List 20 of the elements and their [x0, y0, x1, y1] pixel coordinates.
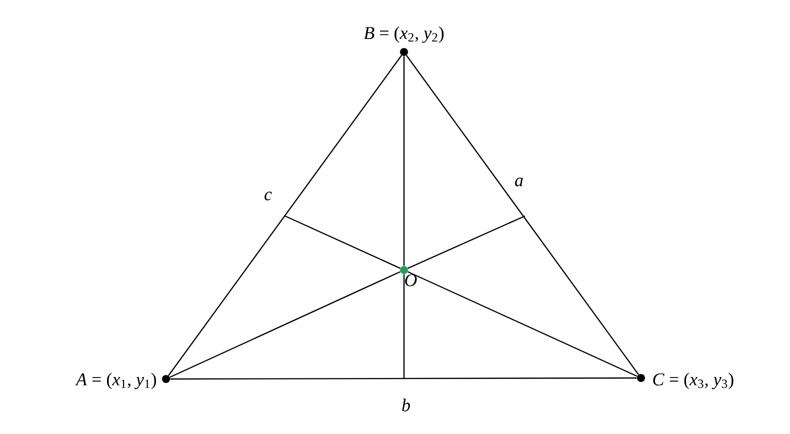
- point-dot: [400, 266, 408, 274]
- line: [408, 271, 638, 377]
- line: [406, 55, 640, 375]
- point-label: C = (x$_{3}$, y$_{3}$): [653, 372, 734, 390]
- side-label: b: [402, 398, 410, 412]
- line: [403, 274, 405, 379]
- line: [403, 56, 405, 266]
- line: [284, 215, 400, 269]
- line: [170, 377, 637, 380]
- point-label: O: [405, 274, 417, 286]
- point-dot: [162, 375, 170, 383]
- point-label: A = (x$_{1}$, y$_{1}$): [75, 372, 156, 390]
- point-dot: [637, 374, 645, 382]
- line: [168, 55, 402, 376]
- side-label: c: [264, 192, 272, 200]
- line: [408, 215, 526, 269]
- point-dot: [400, 48, 408, 56]
- point-label: B = (x$_{2}$, y$_{2}$): [364, 26, 444, 43]
- line: [170, 271, 400, 378]
- side-label: a: [515, 178, 523, 186]
